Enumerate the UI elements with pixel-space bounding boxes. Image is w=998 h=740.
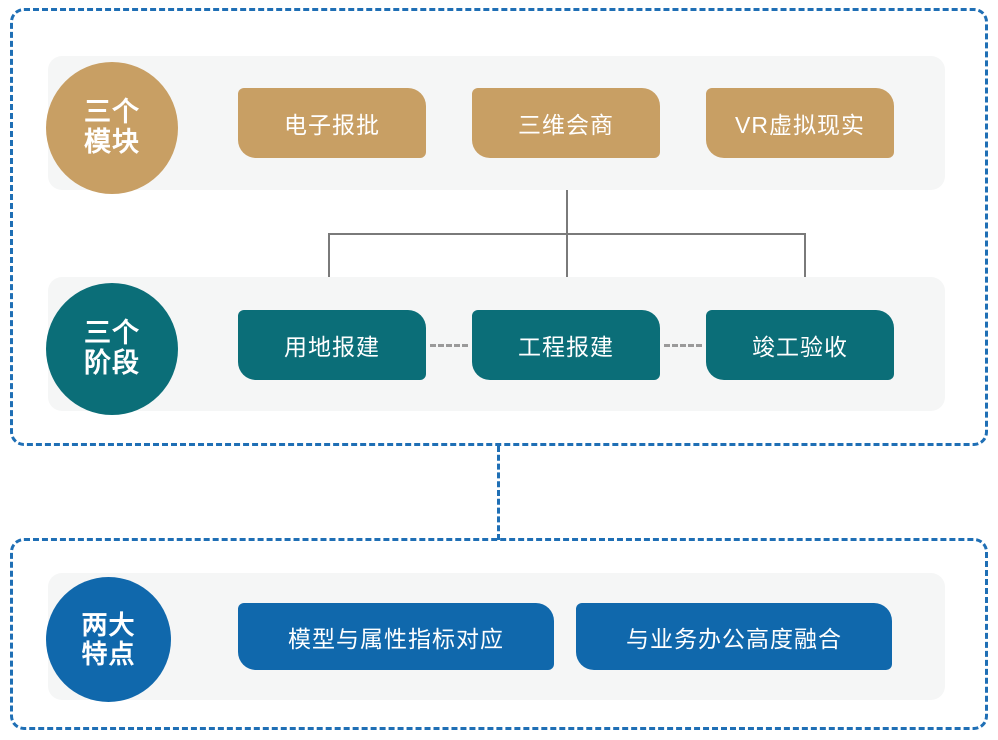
- label-circle-stages-line2: 阶段: [84, 348, 140, 378]
- label-circle-features-line1: 两大: [81, 609, 136, 640]
- chip-module-vr[interactable]: VR虚拟现实: [706, 88, 894, 158]
- chip-module-3d-consultation[interactable]: 三维会商: [472, 88, 660, 158]
- connector-drop-center: [566, 233, 568, 277]
- chip-stage-completion-acceptance[interactable]: 竣工验收: [706, 310, 894, 380]
- chip-stage-construction-application[interactable]: 工程报建: [472, 310, 660, 380]
- group-system-structure: [10, 8, 988, 446]
- connector-stem: [566, 190, 568, 234]
- label-circle-modules: 三个 模块: [46, 62, 178, 194]
- group-link-connector: [497, 446, 500, 540]
- label-circle-stages: 三个 阶段: [46, 283, 178, 415]
- label-circle-stages-line1: 三个: [84, 318, 140, 349]
- chip-feature-business-integration[interactable]: 与业务办公高度融合: [576, 603, 892, 670]
- stage-connector-1: [430, 344, 468, 347]
- label-circle-features: 两大 特点: [46, 577, 171, 702]
- label-circle-modules-line1: 三个: [84, 97, 140, 128]
- chip-feature-model-attribute-mapping[interactable]: 模型与属性指标对应: [238, 603, 554, 670]
- connector-drop-right: [804, 233, 806, 277]
- label-circle-modules-line2: 模块: [84, 127, 140, 157]
- group-features: [10, 538, 988, 730]
- label-circle-features-line2: 特点: [81, 638, 136, 669]
- chip-module-electronic-approval[interactable]: 电子报批: [238, 88, 426, 158]
- stage-connector-2: [664, 344, 702, 347]
- chip-stage-land-application[interactable]: 用地报建: [238, 310, 426, 380]
- connector-drop-left: [328, 233, 330, 277]
